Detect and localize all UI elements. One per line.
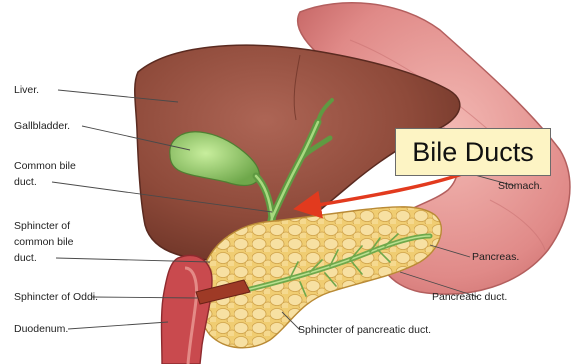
label-sphincter-pancreatic: Sphincter of pancreatic duct. [298, 324, 431, 337]
label-sphincter-common-line1: Sphincter of [14, 220, 70, 233]
duodenum-shape [162, 255, 213, 364]
label-stomach: Stomach. [498, 180, 542, 193]
bile-ducts-callout: Bile Ducts [395, 128, 551, 176]
label-duodenum: Duodenum. [14, 323, 68, 336]
label-sphincter-common-line3: duct. [14, 252, 37, 265]
label-pancreatic-duct: Pancreatic duct. [432, 291, 507, 304]
label-liver: Liver. [14, 84, 39, 97]
label-sphincter-common-line2: common bile [14, 236, 74, 249]
label-sphincter-oddi: Sphincter of Oddi. [14, 291, 98, 304]
label-common-bile-line1: Common bile [14, 160, 76, 173]
label-pancreas: Pancreas. [472, 251, 519, 264]
label-gallbladder: Gallbladder. [14, 120, 70, 133]
label-common-bile-line2: duct. [14, 176, 37, 189]
